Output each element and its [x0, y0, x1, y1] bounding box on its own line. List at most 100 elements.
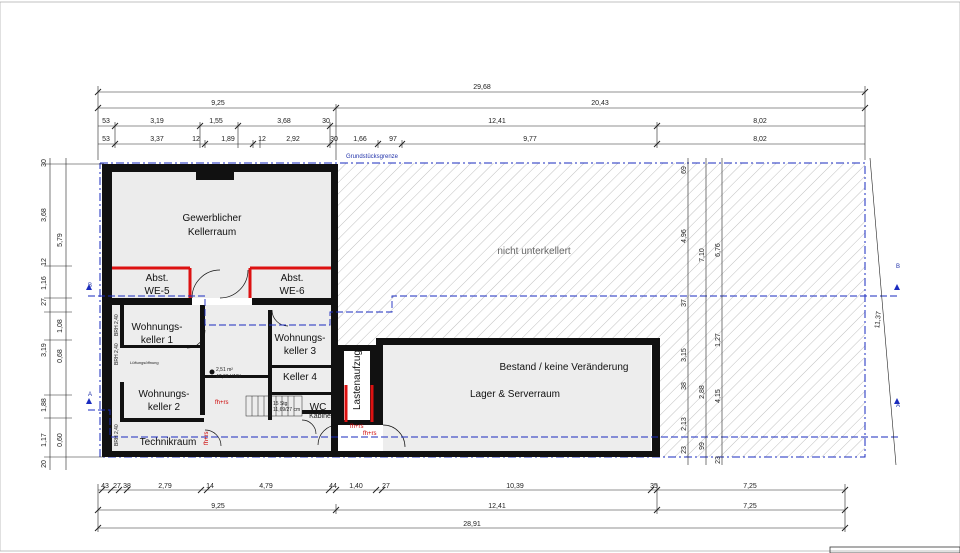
label-technikraum: Technikraum [140, 437, 197, 448]
dim-row4-11: 8,02 [753, 136, 767, 143]
dim-left-inner-3: 0,68 [57, 349, 64, 363]
dim-bottom-5: 14 [206, 483, 214, 490]
label-fh-rs-1: fh+rs [215, 400, 229, 406]
section-a-right: A [896, 403, 900, 409]
label-area-b: 47,66 UNN [216, 374, 241, 380]
section-lines [88, 295, 898, 438]
dim-bottom-4: 2,79 [158, 483, 172, 490]
dim-top-total: 29,68 [473, 84, 491, 91]
label-abst-we6-a: Abst. [281, 273, 304, 284]
dim-left-5: 27 [41, 298, 48, 306]
dim-left-3: 12 [41, 258, 48, 266]
label-bestand: Bestand / keine Veränderung [500, 362, 629, 373]
dim-row4-4: 1,89 [221, 136, 235, 143]
dim-row4-10: 9,77 [523, 136, 537, 143]
dimension-labels-left: 30 3,68 12 1,16 27 3,19 1,88 1,17 20 5,7… [41, 159, 64, 468]
dim-right3-1: 6,76 [715, 243, 722, 257]
level-marker-icon [209, 369, 215, 375]
dim-left-18: 0,60 [57, 433, 64, 447]
dim-top-2: 20,43 [591, 100, 609, 107]
dimension-labels-bottom: 43 27 38 2,79 14 4,79 44 1,40 27 10,39 3… [101, 483, 757, 528]
dim-bottom-12: 7,25 [743, 483, 757, 490]
dimension-chain-left [44, 158, 104, 470]
dim-bottom2-1: 9,25 [211, 503, 225, 510]
dim-row4-5: 12 [258, 136, 266, 143]
dimension-ticks-bottom [94, 486, 849, 532]
dim-bottom-10: 10,39 [506, 483, 524, 490]
dimension-chain-bottom [97, 484, 846, 532]
dim-row4-3: 12 [192, 136, 200, 143]
doors [186, 269, 406, 448]
dim-right-6: 38 [681, 382, 688, 390]
dim-bottom-8: 1,40 [349, 483, 363, 490]
label-brh-1: BRH 2,40 [114, 314, 120, 336]
property-boundary [99, 162, 866, 458]
section-b-left: B [88, 283, 92, 289]
label-grundstuecksgrenze: Grundstücksgrenze [346, 154, 399, 160]
label-abst-we5-a: Abst. [146, 273, 169, 284]
label-abst-we6-b: WE-6 [280, 286, 305, 297]
dim-left-16: 1,17 [41, 433, 48, 447]
dim-bottom2-2: 12,41 [488, 503, 506, 510]
dim-right-9: 99 [699, 442, 706, 450]
dim-left-13: 1,88 [41, 398, 48, 412]
section-a-left: A [88, 392, 92, 398]
dim-right3-4: 23 [715, 456, 722, 464]
dim-right-5: 3,15 [681, 348, 688, 362]
stair [245, 395, 303, 417]
label-area-a: 2,51 m² [216, 367, 233, 373]
dim-left-inner-2: 1,08 [57, 319, 64, 333]
dim-bottom-6: 4,79 [259, 483, 273, 490]
dim-left-9: 3,19 [41, 343, 48, 357]
dim-row4-7: 30 [330, 136, 338, 143]
dim-left-2: 3,68 [41, 208, 48, 222]
label-stair: 15 Stg [273, 401, 288, 407]
dimension-chain-right [687, 157, 897, 466]
dimension-ticks-top [94, 88, 869, 148]
label-wohnungskeller1-a: Wohnungs- [132, 322, 183, 333]
dim-row4-6: 2,92 [286, 136, 300, 143]
dim-right2-1: 7,10 [699, 248, 706, 262]
label-fh-rs-3: fh+rs [350, 424, 364, 430]
dimension-labels-right: 69 4,96 37 3,15 38 2,13 23 7,10 2,88 99 … [681, 166, 883, 464]
label-wohnungskeller2-a: Wohnungs- [139, 389, 190, 400]
dim-right-2: 4,96 [681, 229, 688, 243]
dim-right2-2: 2,88 [699, 385, 706, 399]
dim-bottom-total: 28,91 [463, 521, 481, 528]
dim-row3-2: 3,19 [150, 118, 164, 125]
label-stair2: 11,69/27 cm [273, 407, 300, 413]
title-block [829, 546, 960, 553]
dim-right-3: 37 [681, 299, 688, 307]
dim-bottom-2: 27 [113, 483, 121, 490]
dim-row4-2: 3,37 [150, 136, 164, 143]
dim-bottom-7: 44 [329, 483, 337, 490]
room-lager [383, 345, 651, 451]
label-gewerblicher: Gewerblicher [183, 213, 243, 224]
room-gewerblicher-kellerraum [112, 172, 331, 298]
dim-bottom-1: 43 [101, 483, 109, 490]
dim-left-20: 20 [41, 460, 48, 468]
label-abst-we5-b: WE-5 [145, 286, 170, 297]
dim-bottom-3: 38 [123, 483, 131, 490]
dim-row3-4: 3,68 [277, 118, 291, 125]
dim-row3-5: 30 [322, 118, 330, 125]
dim-right-outer: 11,37 [874, 311, 883, 329]
dim-right3-3: 4,15 [715, 389, 722, 403]
label-brh-3: BRH 2,40 [114, 424, 120, 446]
fire-walls [112, 266, 374, 422]
dim-row3-7: 8,02 [753, 118, 767, 125]
label-kabine: Kabine [309, 413, 331, 420]
dim-bottom-9: 27 [382, 483, 390, 490]
dim-row3-6: 12,41 [488, 118, 506, 125]
dim-left-1: 30 [41, 159, 48, 167]
section-arrows [86, 284, 900, 404]
dim-right-1: 69 [681, 166, 688, 174]
label-wc: WC [310, 402, 327, 413]
label-wohnungskeller3-b: keller 3 [284, 346, 317, 357]
dim-right-8: 23 [681, 446, 688, 454]
label-wohnungskeller1-b: keller 1 [141, 335, 174, 346]
dimension-labels-top: 29,68 9,25 20,43 53 3,19 1,55 3,68 30 12… [102, 84, 767, 143]
section-b-right: B [896, 264, 900, 270]
